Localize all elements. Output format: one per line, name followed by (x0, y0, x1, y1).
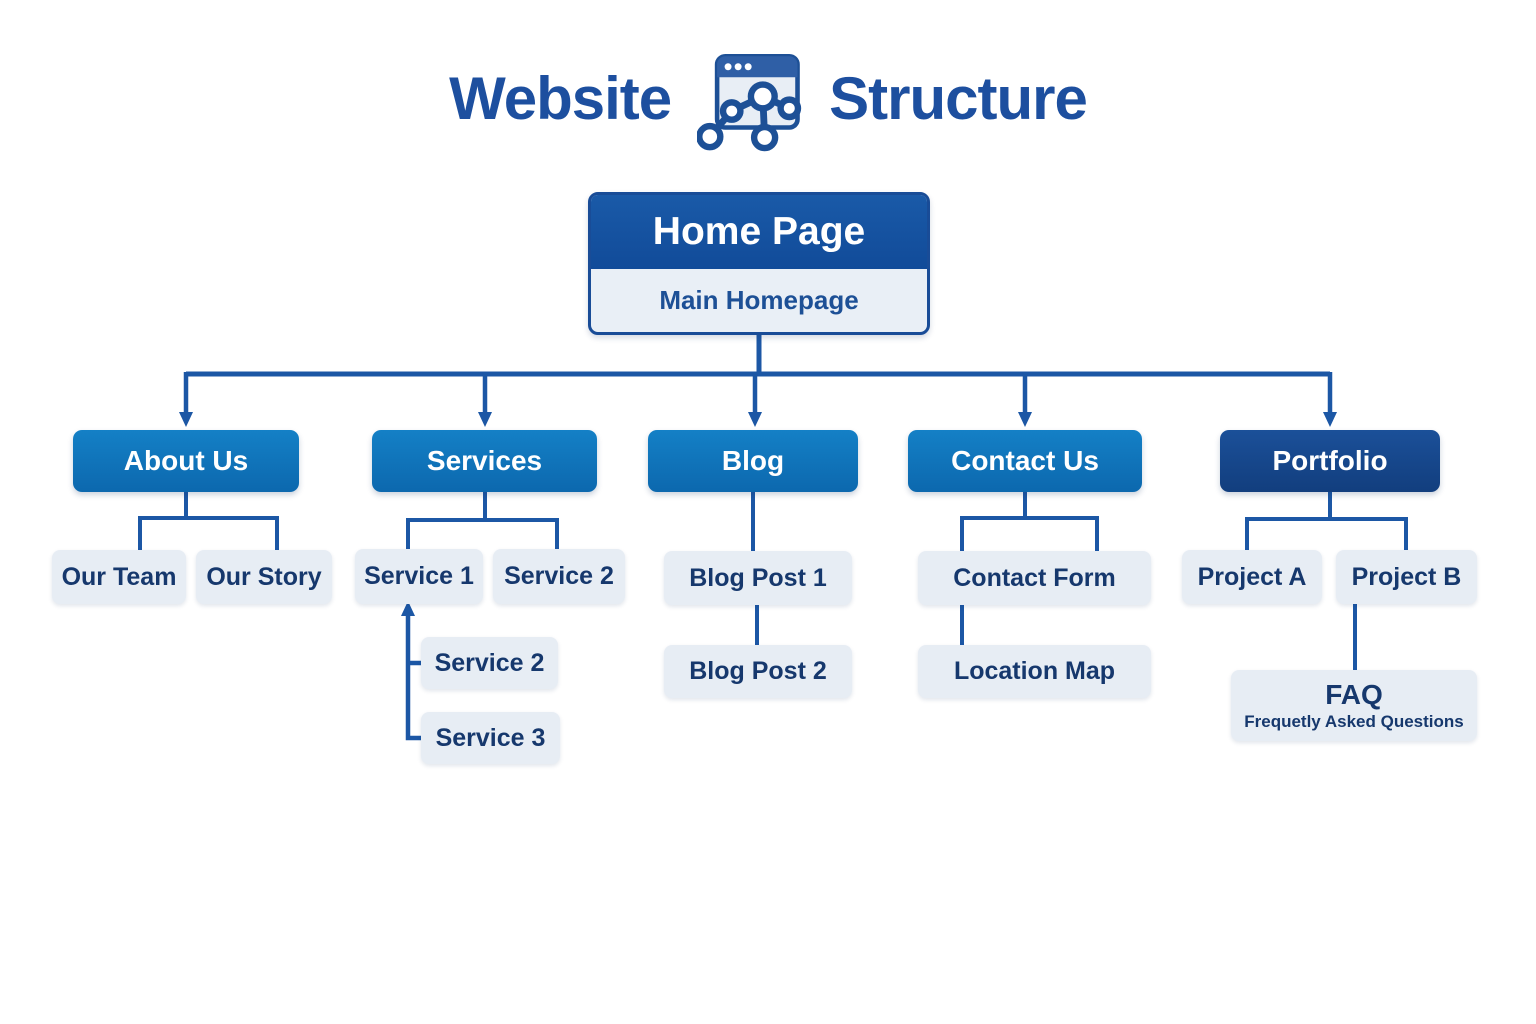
node-blog-post-1: Blog Post 1 (664, 551, 852, 605)
connector-blog-chain (751, 492, 759, 645)
node-location-map: Location Map (918, 645, 1151, 698)
node-service-2: Service 2 (493, 549, 625, 604)
node-project-a: Project A (1182, 550, 1322, 604)
connector-branch-drops (183, 372, 1333, 414)
node-service-3: Service 3 (421, 712, 560, 764)
page-title: Website Structure (0, 38, 1536, 158)
home-page-title: Home Page (591, 195, 927, 269)
title-word-right: Structure (829, 64, 1088, 132)
node-contact-us: Contact Us (908, 430, 1142, 492)
title-word-left: Website (449, 64, 672, 132)
node-portfolio: Portfolio (1220, 430, 1440, 492)
connector-about-fork (138, 492, 279, 550)
node-blog-post-2: Blog Post 2 (664, 645, 852, 698)
sitemap-browser-icon (697, 53, 802, 152)
node-blog: Blog (648, 430, 858, 492)
node-about-us: About Us (73, 430, 299, 492)
connector-services-fork (406, 492, 559, 549)
node-our-team: Our Team (52, 550, 186, 604)
node-our-story: Our Story (196, 550, 332, 604)
faq-subtitle: Frequetly Asked Questions (1244, 712, 1464, 732)
home-page-subtitle: Main Homepage (659, 285, 859, 315)
node-contact-form: Contact Form (918, 551, 1151, 605)
node-service-2-sub: Service 2 (421, 637, 558, 689)
node-service-1: Service 1 (355, 549, 483, 604)
node-faq: FAQ Frequetly Asked Questions (1231, 670, 1477, 741)
node-project-b: Project B (1336, 550, 1477, 604)
node-home-page: Home Page Main Homepage (588, 192, 930, 335)
faq-title: FAQ (1325, 679, 1383, 711)
node-services: Services (372, 430, 597, 492)
connector-arrowheads (179, 412, 1337, 616)
connector-service1-subtree (405, 612, 421, 741)
connector-contact-fork (960, 492, 1099, 645)
connector-portfolio-fork (1245, 492, 1408, 670)
